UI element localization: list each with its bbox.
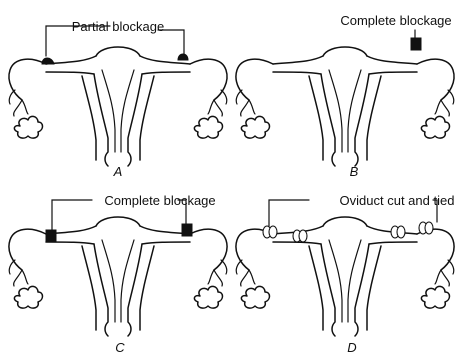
panel-label-b: B: [350, 164, 359, 179]
panel-a: [9, 26, 227, 166]
reproductive-tract-b: [236, 47, 454, 166]
panel-label-c: C: [115, 340, 125, 355]
ligature-right: [391, 222, 433, 238]
partial-blockage-right: [178, 54, 188, 60]
panel-c: [9, 200, 227, 336]
partial-blockage-left: [42, 58, 54, 64]
reproductive-tract-a: [9, 47, 227, 166]
panel-b: [236, 30, 454, 166]
complete-blockage-right-c: [182, 224, 192, 236]
panel-label-d: D: [347, 340, 356, 355]
callout-d: Oviduct cut and tied: [340, 193, 455, 208]
callout-a: Partial blockage: [72, 19, 165, 34]
panel-label-a: A: [113, 164, 123, 179]
panel-d: [236, 200, 454, 336]
complete-blockage-left-c: [46, 230, 56, 242]
reproductive-tract-c: [9, 217, 227, 336]
callout-b: Complete blockage: [340, 13, 451, 28]
complete-blockage-right-b: [411, 38, 421, 50]
ligature-left: [263, 226, 307, 242]
callout-c: Complete blockage: [104, 193, 215, 208]
